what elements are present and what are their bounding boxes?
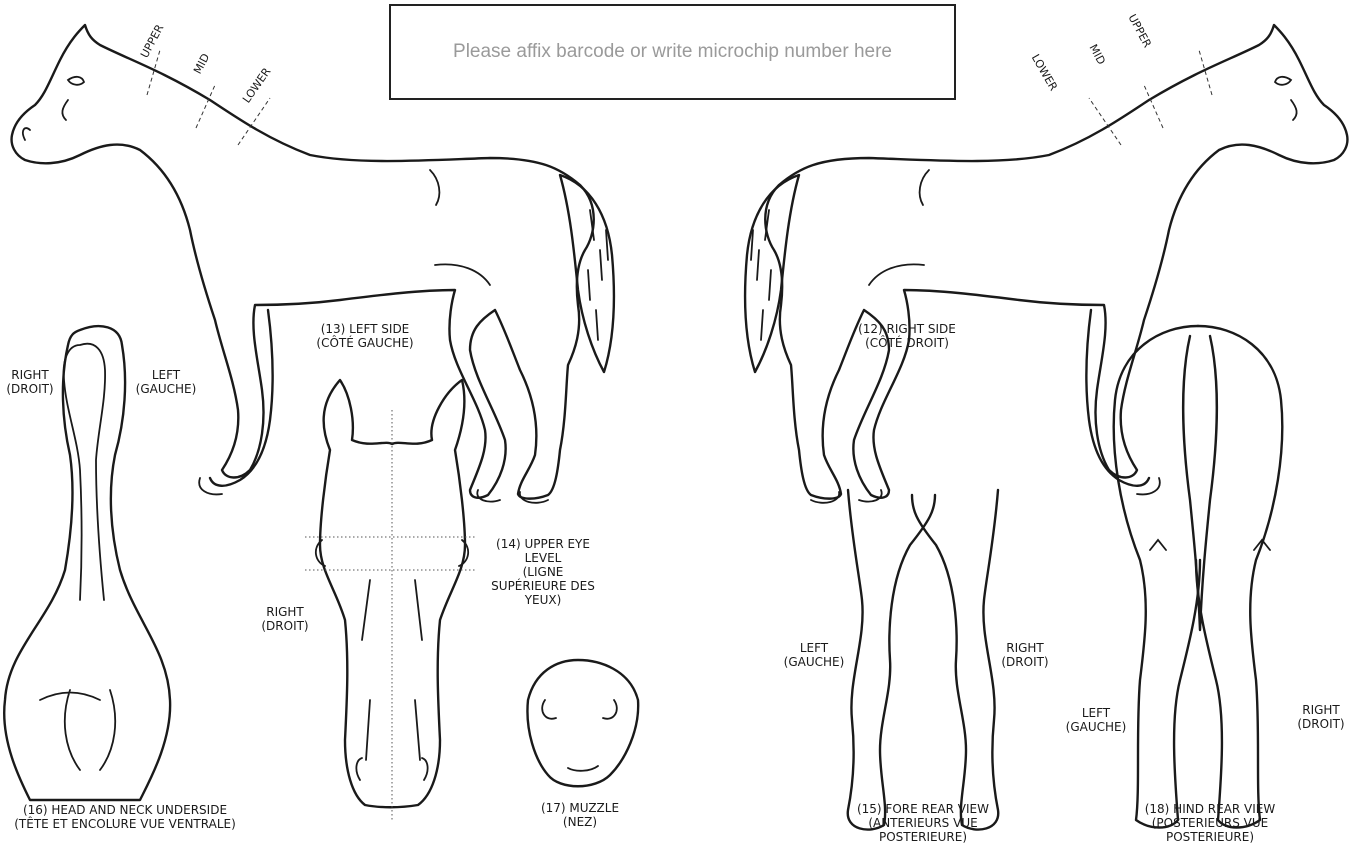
hind-rear-view-outline — [1114, 326, 1283, 828]
hind-rear-right-label: RIGHT(DROIT) — [1288, 703, 1354, 731]
fore-rear-left-label: LEFT(GAUCHE) — [774, 641, 854, 669]
underside-right-label: RIGHT(DROIT) — [0, 368, 60, 396]
muzzle-outline — [527, 660, 638, 786]
left-side-label: (13) LEFT SIDE(CÔTÉ GAUCHE) — [300, 322, 430, 350]
fore-rear-right-label: RIGHT(DROIT) — [990, 641, 1060, 669]
barcode-box[interactable]: Please affix barcode or write microchip … — [389, 4, 956, 100]
head-front-right-label: RIGHT(DROIT) — [254, 605, 316, 633]
underside-left-label: LEFT(GAUCHE) — [128, 368, 204, 396]
right-side-label: (12) RIGHT SIDE(CÔTÉ DROIT) — [842, 322, 972, 350]
head-front-outline — [305, 380, 475, 820]
underside-outline — [4, 326, 170, 800]
hind-rear-left-label: LEFT(GAUCHE) — [1056, 706, 1136, 734]
barcode-instruction: Please affix barcode or write microchip … — [453, 41, 892, 63]
muzzle-label: (17) MUZZLE(NEZ) — [532, 801, 628, 829]
underside-title: (16) HEAD AND NECK UNDERSIDE(TÊTE ET ENC… — [0, 803, 250, 831]
fore-rear-view-outline — [848, 490, 998, 830]
